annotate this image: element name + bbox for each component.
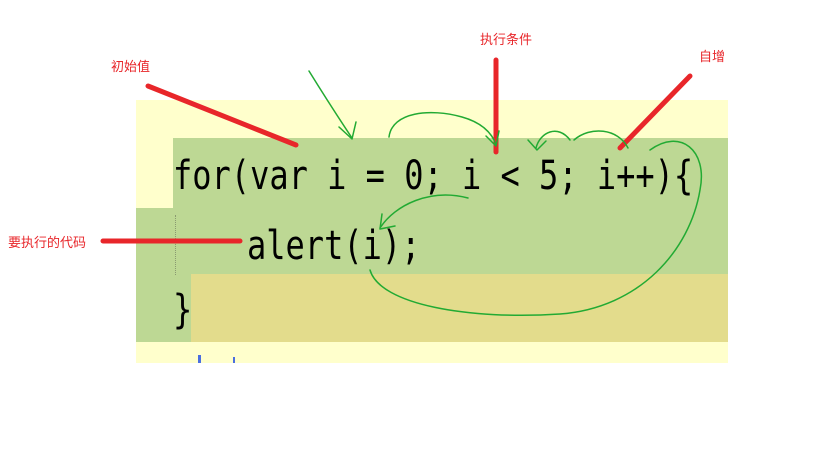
label-initial-value: 初始值 — [111, 60, 151, 75]
highlight-closing-line — [191, 274, 728, 342]
cropped-text-fragment — [198, 355, 201, 363]
green-flow-start — [308, 70, 353, 139]
label-loop-body: 要执行的代码 — [8, 236, 87, 251]
green-arrowhead-start — [338, 121, 357, 140]
indent-guide — [175, 215, 176, 275]
code-line-alert: alert(i); — [247, 223, 421, 269]
green-flow-to-condition — [388, 111, 497, 146]
green-flow-increment-to-condition — [535, 130, 571, 149]
green-arrowhead-condition — [485, 130, 500, 147]
code-line-for: for(var i = 0; i < 5; i++){ — [173, 153, 694, 199]
green-arrowhead-return — [527, 139, 547, 151]
red-arrow-increment — [617, 73, 693, 151]
highlight-loop-header — [173, 138, 728, 208]
cropped-text-fragment — [233, 357, 235, 363]
label-condition: 执行条件 — [480, 33, 533, 48]
red-arrow-init — [145, 83, 299, 148]
green-flow-increment-loop — [573, 130, 629, 149]
green-arrowhead-body — [379, 213, 396, 230]
highlight-closing-gutter — [136, 274, 191, 342]
green-flow-condition-to-body — [379, 194, 469, 229]
code-line-close-brace: } — [173, 287, 193, 333]
green-flow-body-to-increment — [369, 140, 703, 317]
label-increment: 自增 — [699, 50, 726, 65]
